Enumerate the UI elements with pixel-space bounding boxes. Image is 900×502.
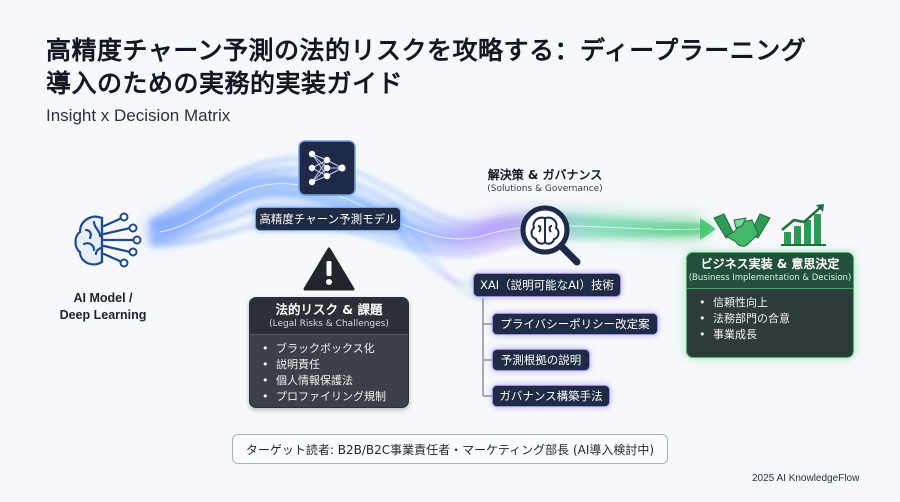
warning-triangle-icon xyxy=(303,247,355,291)
risk-card-header: 法的リスク & 課題 (Legal Risks & Challenges) xyxy=(250,298,408,335)
solution-item: ガバナンス構築手法 xyxy=(492,385,610,407)
title-line-2: 導入のための実務的実装ガイド xyxy=(46,69,404,98)
flow-arrowhead xyxy=(700,218,716,240)
title-line-1: 高精度チャーン予測の法的リスクを攻略する：ディープラーニング xyxy=(46,36,807,65)
model-pill: 高精度チャーン予測モデル xyxy=(255,207,401,231)
page-subtitle: Insight x Decision Matrix xyxy=(46,106,231,125)
target-audience-box: ターゲット読者: B2B/B2C事業責任者・マーケティング部長 (AI導入検討中… xyxy=(232,434,668,464)
business-card-subtitle: (Business Implementation & Decision) xyxy=(688,273,852,283)
solutions-heading: 解決策 & ガバナンス (Solutions & Governance) xyxy=(470,167,620,196)
ai-model-label-line2: Deep Learning xyxy=(59,308,147,322)
stream-lines xyxy=(149,157,711,301)
risk-item: ブラックボックス化 xyxy=(262,341,408,357)
solutions-subtitle: (Solutions & Governance) xyxy=(487,184,603,194)
solutions-title: 解決策 & ガバナンス xyxy=(487,168,603,182)
risk-list: ブラックボックス化 説明責任 個人情報保護法 プロファイリング規制 xyxy=(250,335,408,405)
business-card: ビジネス実装 & 意思決定 (Business Implementation &… xyxy=(686,252,854,358)
risk-card: 法的リスク & 課題 (Legal Risks & Challenges) ブラ… xyxy=(249,297,409,408)
neural-network-icon xyxy=(298,140,356,196)
page-title: 高精度チャーン予測の法的リスクを攻略する：ディープラーニング 導入のための実務的… xyxy=(46,34,866,100)
business-item: 法務部門の合意 xyxy=(699,311,853,327)
growth-bar-chart-icon xyxy=(781,204,826,246)
brain-circuit-icon xyxy=(74,212,142,268)
risk-card-subtitle: (Legal Risks & Challenges) xyxy=(269,319,389,329)
risk-card-title: 法的リスク & 課題 xyxy=(275,302,383,317)
business-list: 信頼性向上 法務部門の合意 事業成長 xyxy=(687,289,853,343)
ai-model-label-line1: AI Model / xyxy=(73,291,133,305)
risk-item: 個人情報保護法 xyxy=(262,373,408,389)
solution-item: 予測根拠の説明 xyxy=(492,349,590,371)
handshake-icon xyxy=(713,213,771,247)
stream-core xyxy=(159,183,701,240)
magnifier-brain-icon xyxy=(520,205,581,266)
business-card-header: ビジネス実装 & 意思決定 (Business Implementation &… xyxy=(687,253,853,289)
footer-credit: 2025 AI KnowledgeFlow xyxy=(752,473,860,484)
business-item: 信頼性向上 xyxy=(699,295,853,311)
risk-item: プロファイリング規制 xyxy=(262,389,408,405)
ai-model-label: AI Model / Deep Learning xyxy=(48,290,158,324)
solution-item: プライバシーポリシー改定案 xyxy=(492,313,658,335)
xai-pill: XAI（説明可能なAI）技術 xyxy=(473,273,621,297)
business-item: 事業成長 xyxy=(699,327,853,343)
risk-item: 説明責任 xyxy=(262,357,408,373)
business-card-title: ビジネス実装 & 意思決定 xyxy=(700,257,840,271)
